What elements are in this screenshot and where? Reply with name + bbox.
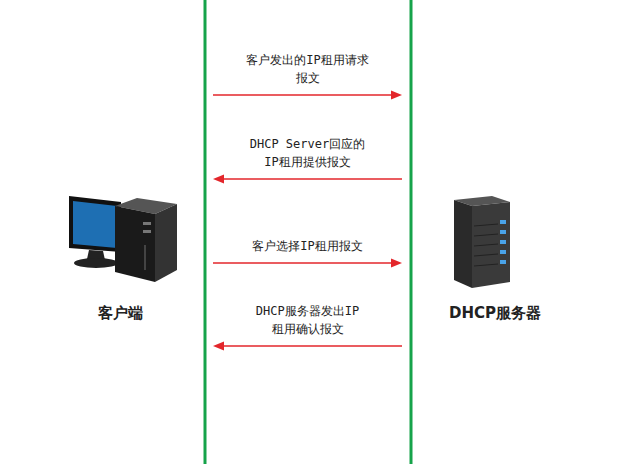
message-arrow <box>213 175 402 184</box>
message-label: 客户选择IP租用报文 <box>231 237 385 255</box>
server-timeline <box>410 0 413 464</box>
message-label: 客户发出的IP租用请求 报文 <box>231 51 385 87</box>
node-label: DHCP服务器 <box>449 304 541 323</box>
message-label: DHCP服务器发出IP 租用确认报文 <box>231 302 385 338</box>
message-label: DHCP Server回应的 IP租用提供报文 <box>231 135 385 171</box>
client-timeline <box>204 0 207 464</box>
node-label: 客户端 <box>98 304 143 323</box>
message-arrow <box>213 342 402 351</box>
endpoint-node: 客户端 <box>20 180 213 330</box>
endpoint-node: DHCP服务器 <box>402 180 613 330</box>
message-arrow <box>213 259 402 268</box>
server-icon <box>448 192 518 292</box>
message-arrow <box>213 91 402 100</box>
computer-icon <box>55 190 195 290</box>
